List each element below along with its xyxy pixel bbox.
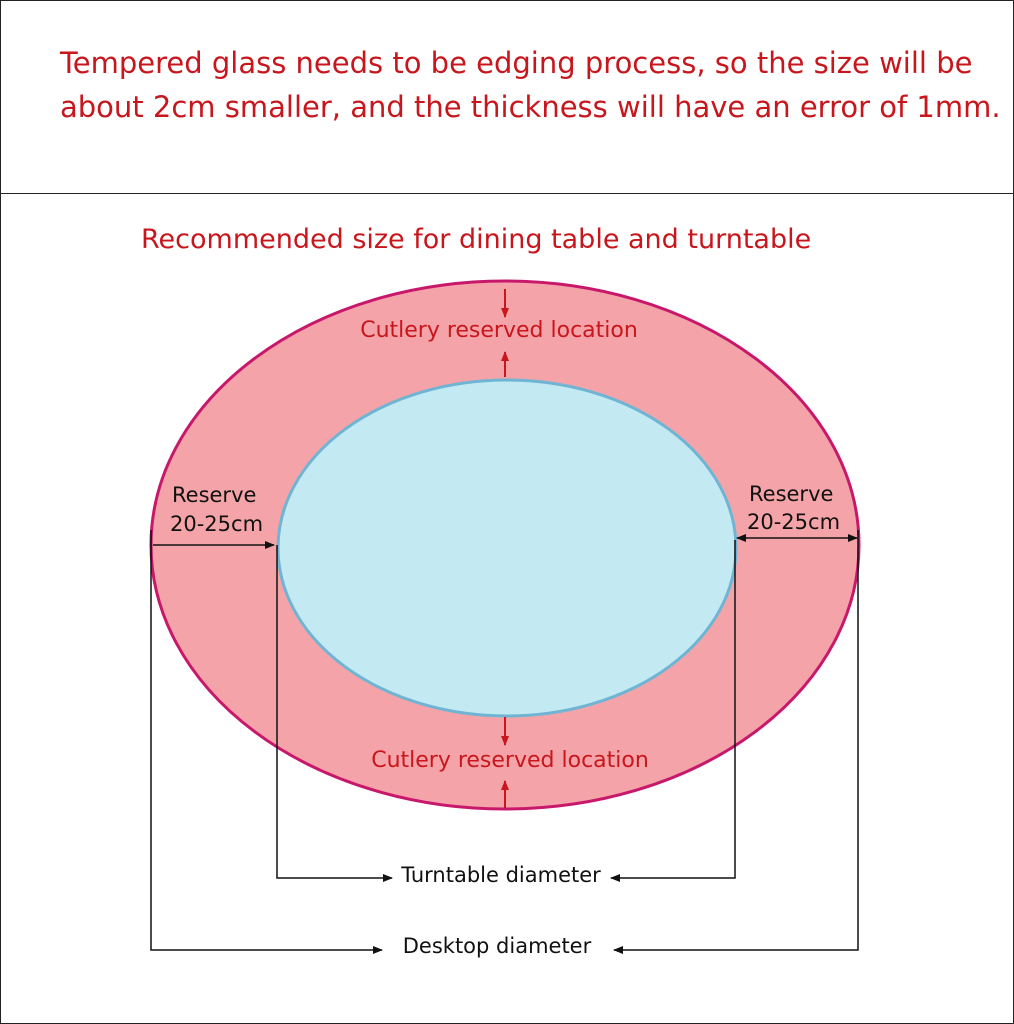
reserve-right-line1: Reserve xyxy=(749,482,833,506)
reserve-left-line2: 20-25cm xyxy=(170,512,263,536)
desktop-dimension-line-right xyxy=(613,530,859,954)
notice-line-1: Tempered glass needs to be edging proces… xyxy=(60,46,973,80)
cutlery-label-bottom: Cutlery reserved location xyxy=(371,748,649,773)
reserve-left-line1: Reserve xyxy=(172,483,256,507)
turntable-dimension-line-left xyxy=(276,545,393,882)
reserve-right-line2: 20-25cm xyxy=(747,510,840,534)
diagram-title: Recommended size for dining table and tu… xyxy=(141,224,812,255)
section-divider xyxy=(0,193,1014,194)
desktop-dimension-line-left xyxy=(150,530,383,954)
notice-line-2: about 2cm smaller, and the thickness wil… xyxy=(60,90,1001,124)
turntable-diameter-label: Turntable diameter xyxy=(400,863,601,887)
turntable-ellipse xyxy=(276,378,738,718)
cutlery-label-top: Cutlery reserved location xyxy=(360,318,638,343)
turntable-dimension-line-right xyxy=(610,540,736,882)
desktop-diameter-label: Desktop diameter xyxy=(403,934,592,958)
